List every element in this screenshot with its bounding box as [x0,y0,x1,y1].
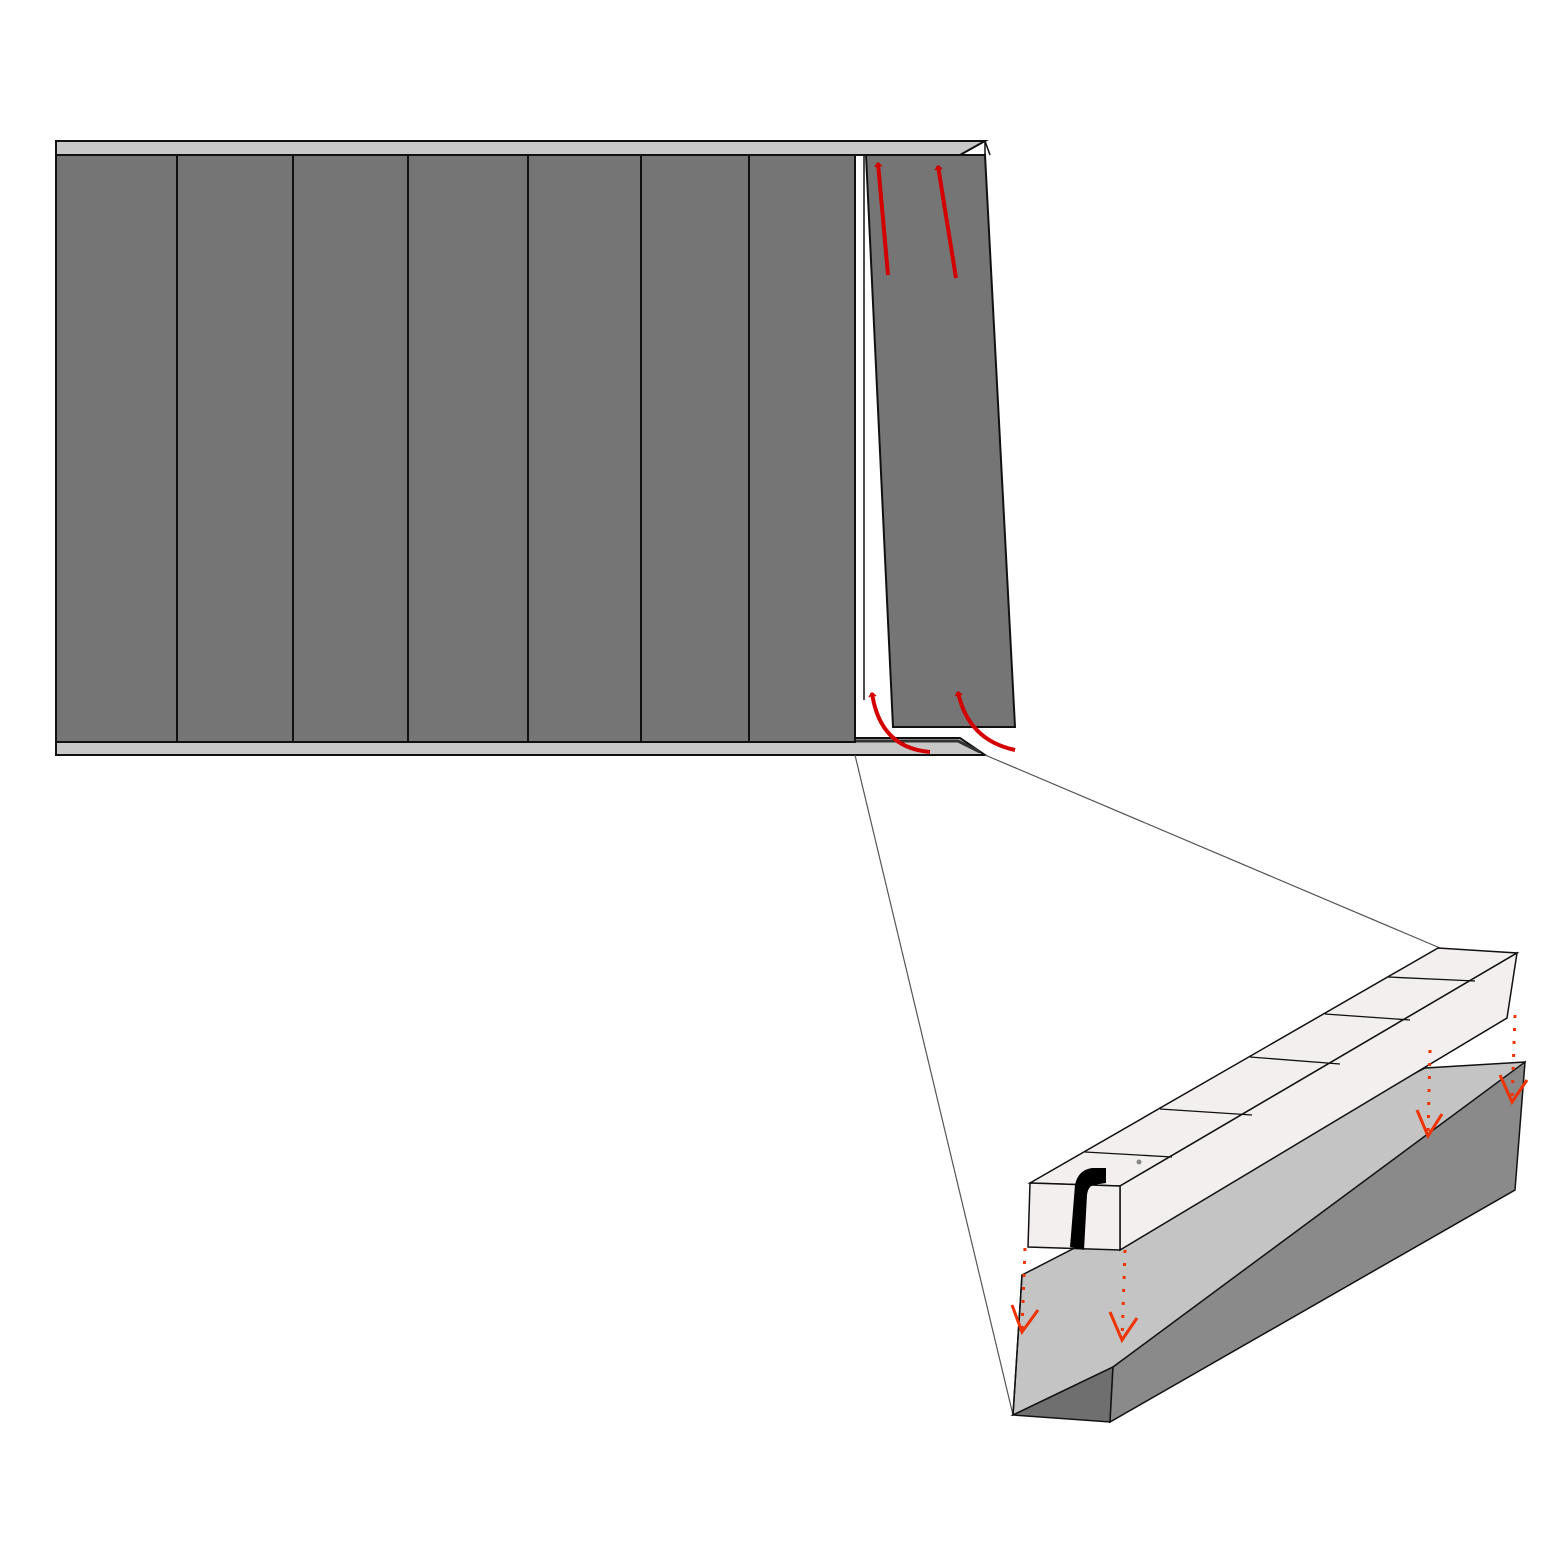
cap-screw-dot [1136,1159,1142,1165]
zoom-lines [854,754,1441,1416]
curved-up-arrow-icon [868,692,931,754]
top-rail-end [984,140,991,156]
channel-outer-wall [1109,1060,1526,1424]
cap-slot [1070,1168,1106,1250]
dashed-down-arrow-icon [1108,1249,1139,1344]
top-rail [55,140,989,156]
installed-panels [55,154,856,743]
dashed-down-arrow-icon [1415,1049,1444,1140]
dashed-down-arrow-icon [1010,1247,1040,1336]
insert-arrows [868,691,1016,754]
panel-5 [527,154,642,743]
drop-arrows [1010,1014,1529,1344]
panel-1 [55,154,178,743]
panel-6 [640,154,750,743]
wall-assembly [55,140,1017,756]
bottom-rail-groove [855,739,981,754]
channel-left-edge [1012,1274,1023,1416]
detail-view [1010,947,1529,1424]
up-arrow-icon [934,165,958,279]
panel-3 [292,154,409,743]
panel-7 [748,154,856,743]
panel-2 [176,154,294,743]
curved-up-arrow-icon [954,691,1016,752]
zoom-line-right [984,754,1441,949]
dashed-down-arrow-icon [1498,1014,1529,1106]
tilted-panel [864,154,1017,728]
zoom-line-left [854,754,1014,1416]
cap-segments [1084,976,1476,1158]
slide-arrows [874,162,958,279]
up-arrow-icon [874,162,890,276]
panel-4 [407,154,529,743]
